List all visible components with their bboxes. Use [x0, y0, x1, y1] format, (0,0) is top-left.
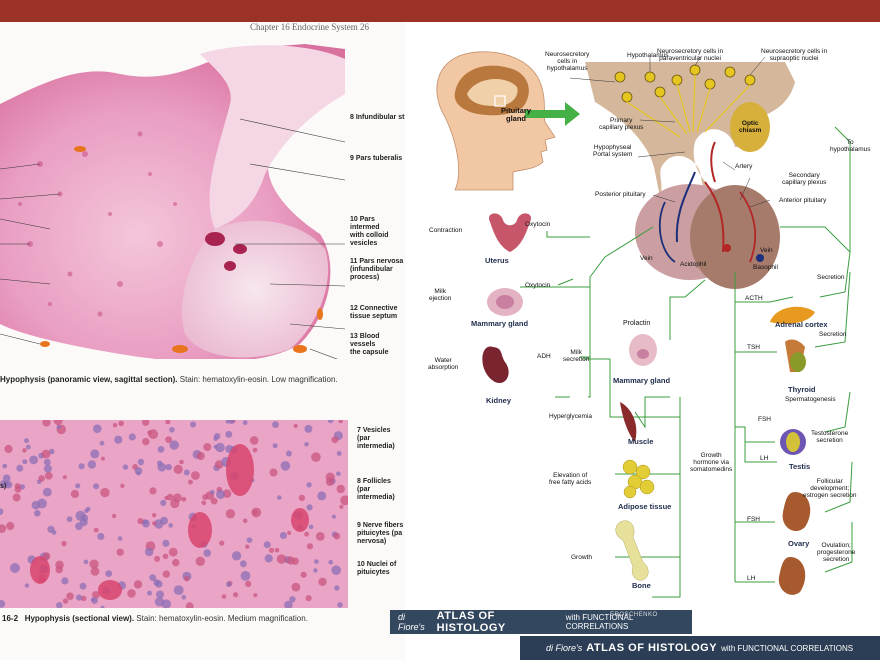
- fig1-label-8: 8 Infundibular st: [350, 114, 405, 121]
- hormone-prolactin: Prolactin: [623, 320, 651, 327]
- effect-ovulation: Ovulation; progesterone secretion: [817, 542, 856, 563]
- fig2-caption-title: Hypophysis (sectional view).: [24, 614, 135, 623]
- fig2-caption-stain: Stain: hematoxylin-eosin. Medium magnifi…: [134, 614, 308, 623]
- hormone-acth: ACTH: [745, 295, 763, 302]
- effect-fatty-acids: Elevation of free fatty acids: [549, 472, 592, 486]
- organ-mammary-posterior: Mammary gland: [471, 319, 529, 328]
- book-banner-front: di Fiore's ATLAS OF HISTOLOGY with FUNCT…: [390, 610, 692, 634]
- label-portal-system: Hypophyseal Portal system: [593, 144, 633, 158]
- label-supraoptic: Neurosecretory cells in supraoptic nucle…: [761, 48, 828, 62]
- hormone-lh-ovary: LH: [747, 575, 756, 582]
- hormone-fsh-testis: FSH: [758, 416, 771, 423]
- banner-suffix: with FUNCTIONAL CORRELATIONS: [565, 613, 634, 631]
- fig2-label-10: 10 Nuclei of pituicytes: [357, 561, 397, 576]
- organ-ovary: Ovary: [788, 539, 810, 548]
- hormone-oxytocin-uterus: Oxytocin: [525, 221, 551, 228]
- fig1-label-12: 12 Connective tissue septum: [350, 305, 398, 320]
- effect-milk-secretion: Milk secretion: [563, 349, 590, 363]
- label-paraventricular: Neurosecretory cells in paraventricular …: [657, 48, 724, 62]
- fig1-label-13: 13 Blood vessels the capsule: [350, 333, 389, 356]
- effect-follicular: Follicular development; estrogen secreti…: [803, 478, 857, 499]
- fig1-caption-stain: Stain: hematoxylin-eosin. Low magnificat…: [177, 375, 338, 384]
- effect-testosterone: Testosterone secretion: [811, 430, 849, 444]
- book-banner-back: di Fiore's ATLAS OF HISTOLOGY with FUNCT…: [520, 636, 880, 660]
- label-optic-chiasm: Optic chiasm: [739, 120, 762, 134]
- fig2-caption: 16-2 Hypophysis (sectional view). Stain:…: [2, 614, 308, 623]
- banner-prefix: di Fiore's: [398, 612, 425, 632]
- effect-secretion-adrenal: Secretion: [817, 274, 845, 281]
- label-artery: Artery: [735, 163, 753, 170]
- banner-back-suffix: with FUNCTIONAL CORRELATIONS: [721, 643, 854, 653]
- hormone-oxytocin-mammary: Oxytocin: [525, 282, 551, 289]
- effect-water-absorption: Water absorption: [428, 357, 459, 371]
- effect-hyperglycemia: Hyperglycemia: [549, 413, 592, 420]
- label-acidophil: Acidophil: [680, 261, 707, 268]
- page-header: Chapter 16 Endocrine System 26: [250, 22, 369, 32]
- hormone-lh-testis: LH: [760, 455, 769, 462]
- hormone-growth: Growth hormone via somatomedins: [690, 452, 733, 473]
- label-hypothalamus: Hypothalamus: [627, 52, 669, 59]
- label-neurosecretory-hypothalamus: Neurosecretory cells in hypothalamus: [545, 51, 590, 72]
- fig2-label-9: 9 Nerve fibers pituicytes (pa nervosa): [357, 522, 404, 545]
- fig2-label-8: 8 Follicles (par intermedia): [357, 478, 395, 501]
- organ-testis: Testis: [789, 462, 811, 471]
- fig1-caption-title: Hypophysis (panoramic view, sagittal sec…: [0, 375, 178, 384]
- fig2-caption-num: 16-2: [2, 614, 19, 623]
- hormone-tsh: TSH: [747, 344, 760, 351]
- organ-mammary-anterior: Mammary gland: [613, 376, 671, 385]
- organ-bone: Bone: [632, 581, 651, 590]
- label-primary-capillary: Primary capillary plexus: [599, 117, 644, 131]
- fig1-label-9: 9 Pars tuberalis: [350, 155, 403, 162]
- label-vein-left: Vein: [640, 255, 653, 262]
- effect-secretion-thyroid: Secretion: [819, 331, 847, 338]
- label-anterior-pituitary: Anterior pituitary: [779, 197, 827, 204]
- label-secondary-capillary: Secondary capillary plexus: [782, 172, 827, 186]
- fig2-label-7: 7 Vesicles (par intermedia): [357, 427, 395, 450]
- effect-spermatogenesis: Spermatogenesis: [785, 396, 836, 403]
- micrograph-panoramic: [0, 44, 345, 359]
- fig1-caption: Hypophysis (panoramic view, sagittal sec…: [0, 375, 338, 384]
- effect-milk-ejection: Milk ejection: [429, 288, 452, 302]
- banner-back-prefix: di Fiore's: [546, 643, 583, 653]
- fig1-label-10: 10 Pars intermed with colloid vesicles: [350, 216, 389, 247]
- effect-growth: Growth: [571, 554, 592, 561]
- organ-thyroid: Thyroid: [788, 385, 816, 394]
- label-vein-right: Vein: [760, 247, 773, 254]
- organ-uterus: Uterus: [485, 256, 509, 265]
- organ-kidney: Kidney: [486, 396, 512, 405]
- banner-author: EROSCHENKO: [610, 612, 658, 618]
- label-pituitary-gland: Pituitary gland: [501, 106, 532, 123]
- banner-title: ATLAS OF HISTOLOGY: [436, 610, 506, 634]
- effect-contraction: Contraction: [429, 227, 463, 234]
- fig2-left-fragment: s): [0, 483, 7, 490]
- left-textbook-page: Chapter 16 Endocrine System 26: [0, 22, 405, 660]
- organ-adipose: Adipose tissue: [618, 502, 672, 511]
- label-basophil: Basophil: [753, 264, 778, 271]
- hormone-adh: ADH: [537, 353, 551, 360]
- label-to-hypothalamus: To hypothalamus: [830, 139, 871, 153]
- label-posterior-pituitary: Posterior pituitary: [595, 191, 646, 198]
- fig1-label-11: 11 Pars nervosa (infundibular process): [350, 258, 404, 281]
- hormone-fsh-ovary: FSH: [747, 516, 760, 523]
- organ-adrenal-cortex: Adrenal cortex: [775, 320, 828, 329]
- top-bar: [0, 0, 880, 22]
- pituitary-diagram: Neurosecretory cells in hypothalamus Hyp…: [405, 22, 880, 660]
- banner-back-title: ATLAS OF HISTOLOGY: [586, 642, 718, 654]
- micrograph-sectional: [0, 420, 348, 608]
- organ-muscle: Muscle: [628, 437, 654, 446]
